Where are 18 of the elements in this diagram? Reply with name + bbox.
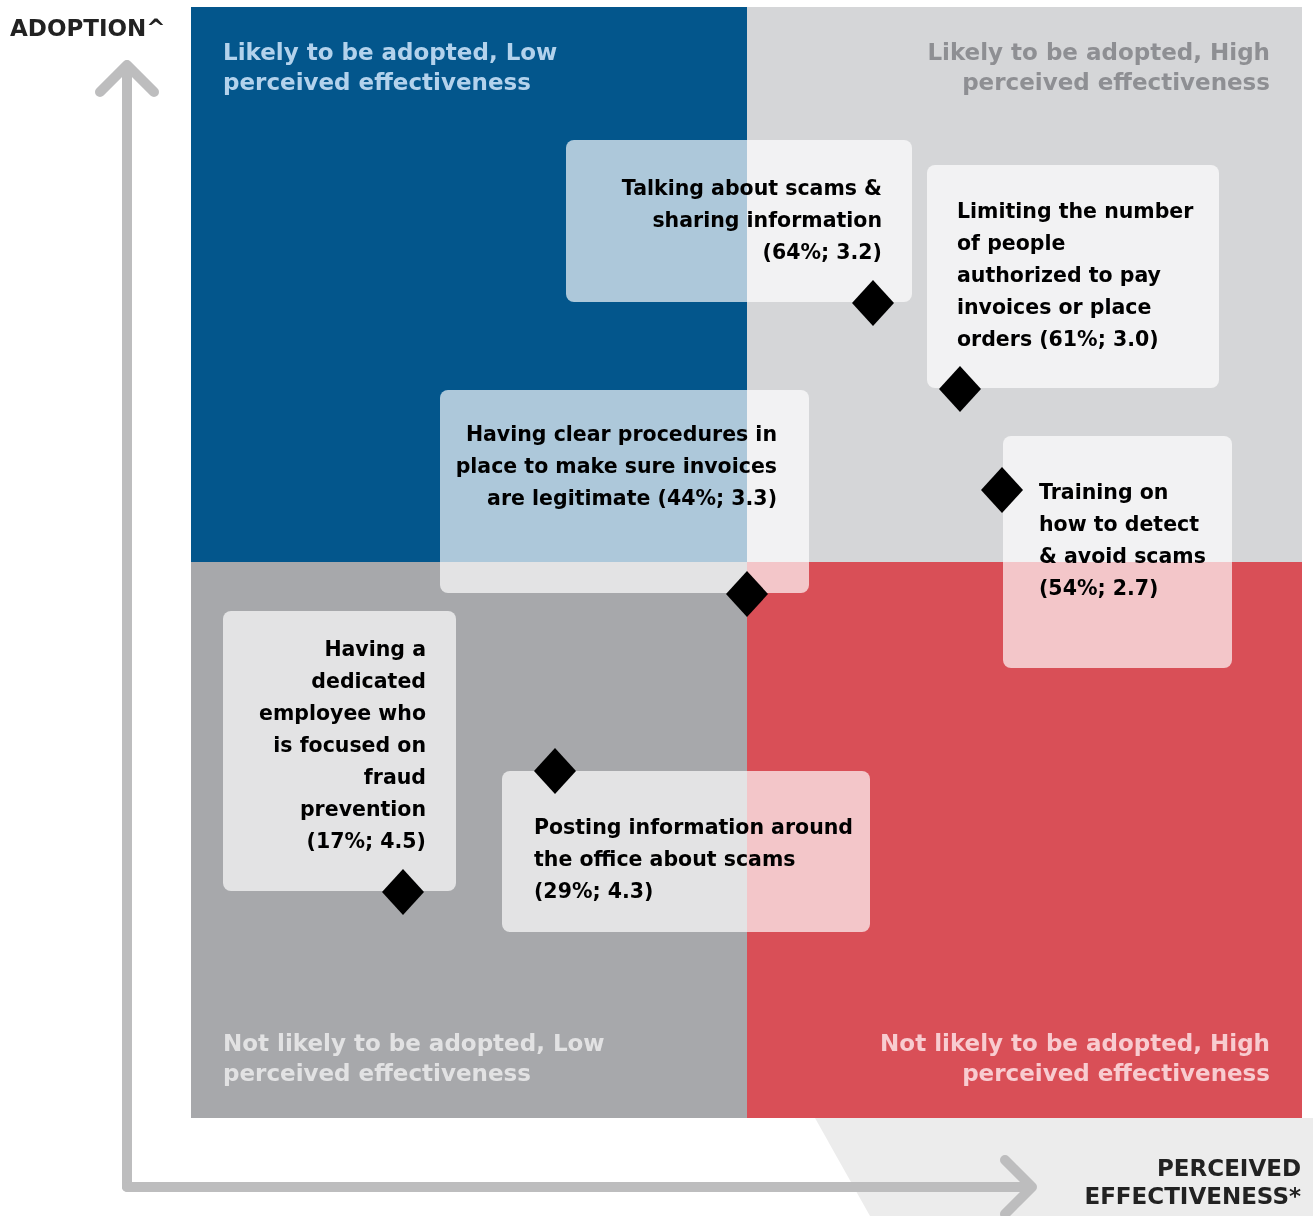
strategy-text: Training on how to detect & avoid scams (54%; 2.7): [1039, 479, 1207, 602]
strategy-text: Having clear procedures in place to make sure invoices are legitimate (44%; 3.3): [454, 421, 777, 512]
axis-title: ADOPTION^: [10, 14, 166, 42]
axis-title: PERCEIVED EFFECTIVENESS*: [1083, 1154, 1301, 1210]
callout-card: [927, 165, 1219, 388]
quadrant-title: Not likely to be adopted, High perceived effectiveness: [879, 1029, 1270, 1088]
callout-card: [566, 140, 912, 302]
strategy-text: Talking about scams & sharing information (64%; 3.2): [620, 175, 882, 266]
callout-card: [502, 771, 870, 932]
callout-card: [1003, 436, 1232, 668]
quadrant-title: Not likely to be adopted, Low perceived effectiveness: [223, 1029, 606, 1088]
strategy-text: Having a dedicated employee who is focused on fraud prevention (17%; 4.5): [258, 636, 426, 855]
strategy-text: Posting information around the office about scams (29%; 4.3): [534, 814, 854, 905]
quadrant-title: Likely to be adopted, High perceived effectiveness: [926, 38, 1270, 97]
strategy-text: Limiting the number of people authorized to pay invoices or place orders (61%; 3.0): [957, 198, 1195, 353]
quadrant-title: Likely to be adopted, Low perceived effectiveness: [223, 38, 559, 97]
callout-card: [440, 390, 809, 593]
callout-card: [223, 611, 456, 891]
